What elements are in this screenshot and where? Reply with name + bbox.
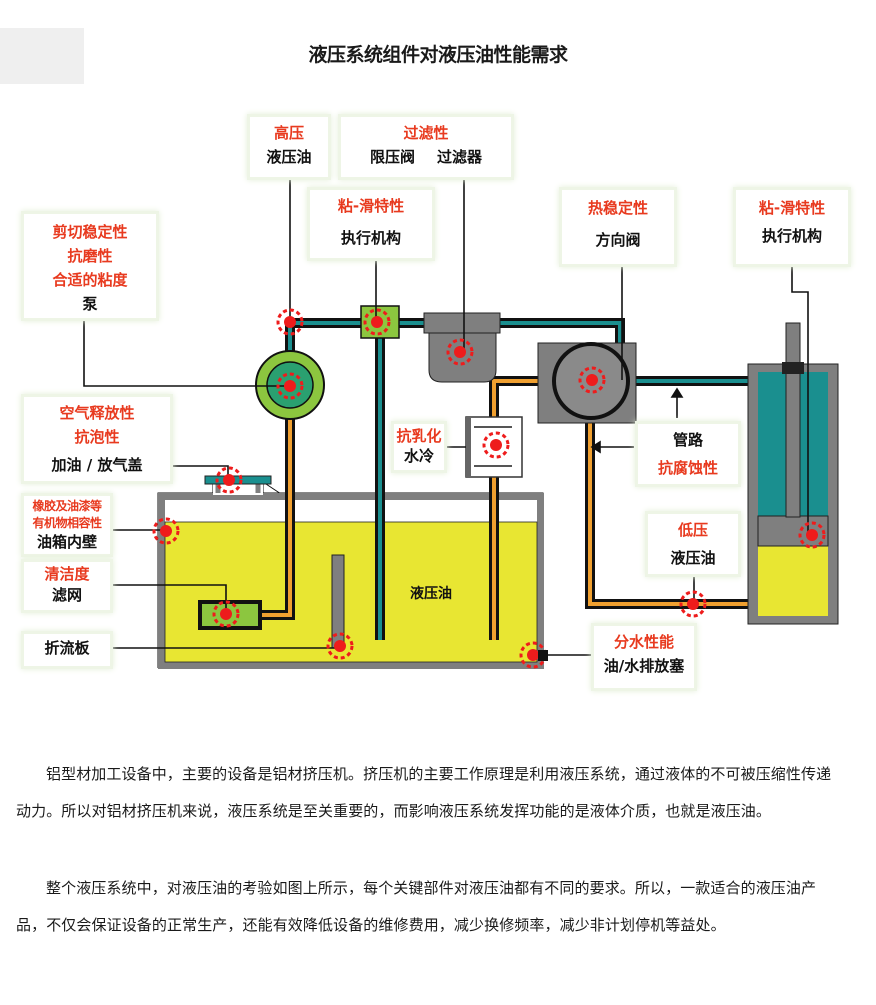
- component-text: 管路: [672, 431, 703, 449]
- component-text: 泵: [82, 295, 98, 313]
- requirement-text: 橡胶及油漆等: [32, 499, 102, 513]
- label-pipeline: 管路 抗腐蚀性: [638, 424, 738, 484]
- hydraulic-oil-fill: [164, 521, 538, 663]
- component-text: 油箱内壁: [36, 533, 97, 551]
- component-text: 折流板: [44, 639, 90, 657]
- pipeline-arrows: [590, 387, 684, 454]
- label-filtration: 过滤性 限压阀 过滤器: [341, 117, 511, 177]
- requirement-text: 低压: [677, 521, 708, 539]
- label-baffle: 折流板: [24, 634, 110, 666]
- requirement-text: 高压: [273, 124, 304, 142]
- label-stick-slip-left: 粘-滑特性 执行机构: [310, 190, 432, 258]
- label-stick-slip-right: 粘-滑特性 执行机构: [736, 190, 848, 264]
- component-text: 水冷: [403, 447, 434, 465]
- gray-tab-decoration: [0, 28, 84, 84]
- high-pressure-lines: [285, 318, 760, 640]
- requirement-text: 抗磨性: [67, 247, 113, 265]
- label-tank-wall: 橡胶及油漆等 有机物相容性 油箱内壁: [24, 496, 110, 554]
- component-text: 滤网: [51, 586, 82, 604]
- component-text-relief-valve: 限压阀: [369, 148, 415, 166]
- hydraulic-cylinder: [747, 322, 839, 625]
- hydraulic-system-diagram: [83, 176, 839, 669]
- label-pump: 剪切稳定性 抗磨性 合适的粘度 泵: [24, 214, 156, 318]
- requirement-text: 热稳定性: [587, 199, 648, 217]
- requirement-text: 抗泡性: [74, 428, 120, 446]
- paragraph-2: 整个液压系统中，对液压油的考验如图上所示，每个关键部件对液压油都有不同的要求。所…: [16, 879, 817, 934]
- label-high-pressure: 高压 液压油: [250, 117, 328, 177]
- label-water-separation: 分水性能 油/水排放塞: [594, 626, 694, 688]
- paragraph-1: 铝型材加工设备中，主要的设备是铝材挤压机。挤压机的主要工作原理是利用液压系统，通…: [16, 765, 832, 820]
- label-cleanliness: 清洁度 滤网: [24, 562, 110, 610]
- label-anti-emulsion: 抗乳化 水冷: [394, 424, 444, 470]
- drain-plug: [538, 650, 548, 661]
- requirement-text: 过滤性: [403, 124, 449, 142]
- component-text: 液压油: [266, 148, 312, 166]
- label-low-pressure: 低压 液压油: [648, 514, 738, 574]
- requirement-text: 合适的粘度: [52, 271, 128, 289]
- tank-oil-label: 液压油: [410, 586, 452, 602]
- label-thermal-stability: 热稳定性 方向阀: [562, 190, 674, 264]
- page-title: 液压系统组件对液压油性能需求: [308, 44, 568, 66]
- low-pressure-lines: [262, 376, 760, 640]
- component-text: 液压油: [670, 549, 716, 567]
- leader-lines: [83, 176, 809, 656]
- requirement-text: 粘-滑特性: [337, 197, 405, 215]
- component-text: 执行机构: [340, 229, 401, 247]
- component-text: 油/水排放塞: [603, 657, 685, 675]
- requirement-text: 抗腐蚀性: [657, 459, 718, 477]
- component-text: 方向阀: [595, 231, 641, 249]
- requirement-text: 清洁度: [44, 565, 90, 583]
- label-air-release: 空气释放性 抗泡性 加油 / 放气盖: [24, 397, 170, 481]
- component-text: 执行机构: [761, 227, 822, 245]
- requirement-text: 有机物相容性: [32, 516, 102, 530]
- requirement-text: 剪切稳定性: [52, 223, 128, 241]
- requirement-text: 抗乳化: [396, 427, 442, 445]
- requirement-text: 粘-滑特性: [758, 199, 826, 217]
- oil-tank: [157, 475, 544, 669]
- requirement-text: 空气释放性: [59, 404, 135, 422]
- requirement-text: 分水性能: [613, 633, 674, 651]
- component-text-filter: 过滤器: [437, 148, 483, 166]
- filler-breather-cap: [204, 475, 272, 485]
- filter: [423, 312, 501, 383]
- component-text: 加油 / 放气盖: [51, 456, 143, 474]
